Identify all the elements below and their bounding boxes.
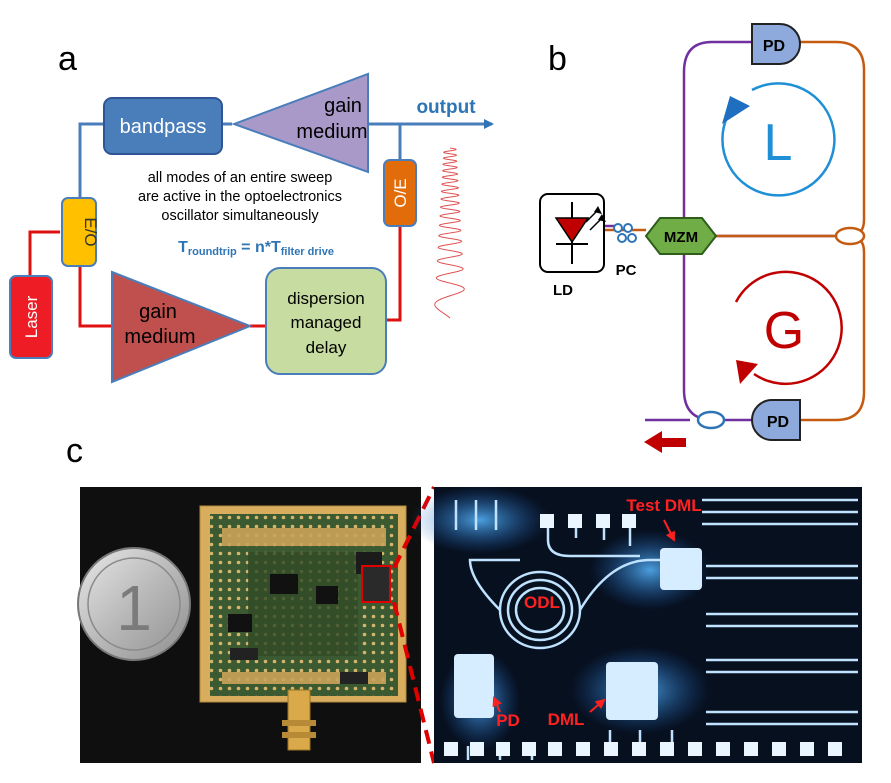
loop-g-arrow (734, 270, 843, 386)
polarization-controller-icon (613, 223, 637, 243)
pd-top-label: PD (763, 38, 785, 55)
pd-bottom-block (751, 399, 801, 441)
delay-line2: managed (291, 313, 362, 332)
loop-l-arrowhead (722, 96, 750, 124)
panel-a-blue-wires (78, 119, 494, 198)
oe-block (383, 159, 417, 227)
coupler-right (834, 226, 866, 246)
gain-medium-top (231, 72, 369, 174)
chip-micrograph: Test DML ODL PD DML (410, 486, 862, 763)
delay-line1: dispersion (287, 289, 365, 308)
board-photo: 1 (77, 487, 421, 763)
laser-diode-icon (554, 202, 606, 264)
laser-label: Laser (22, 295, 41, 338)
coin-image: 1 (77, 547, 191, 661)
eo-label: E/O (81, 217, 100, 246)
gain-medium-bottom (111, 270, 253, 384)
loop-l-arrow (721, 82, 836, 197)
panel-b-letter: b (548, 40, 567, 78)
oe-label: O/E (391, 178, 410, 207)
label-odl: ODL (524, 593, 560, 612)
loop-g-arrowhead (736, 360, 758, 384)
output-label: output (416, 97, 476, 118)
gain-bottom-line2: medium (124, 326, 195, 348)
roundtrip-equation: Troundtrip = n*Tfilter drive (178, 239, 334, 258)
caption-line2: are active in the optoelectronics (138, 189, 342, 205)
caption-line3: oscillator simultaneously (161, 208, 319, 224)
bandpass-label: bandpass (120, 116, 207, 138)
delay-line3: delay (306, 338, 347, 357)
label-pd: PD (496, 711, 520, 730)
pd-top-block (751, 23, 801, 65)
coin-denomination: 1 (116, 572, 152, 644)
output-waveform (434, 147, 465, 319)
ld-label: LD (553, 282, 573, 299)
panel-b: b PD PD MZM (539, 23, 866, 453)
output-direction-arrow (644, 431, 686, 453)
label-dml: DML (548, 710, 585, 729)
eo-block (61, 197, 97, 267)
loop-g-label: G (764, 302, 804, 360)
gain-bottom-line1: gain (139, 301, 177, 323)
panel-a-red-wires (28, 226, 402, 328)
gain-top-line2: medium (296, 121, 367, 143)
loop-l-label: L (764, 114, 793, 172)
pd-bottom-label: PD (767, 414, 789, 431)
laser-block (9, 275, 53, 359)
pc-label: PC (616, 262, 637, 279)
mzm-block (644, 217, 718, 255)
caption-line1: all modes of an entire sweep (148, 170, 333, 186)
panel-a-letter: a (58, 40, 77, 78)
delay-block (265, 267, 387, 375)
gain-top-line1: gain (324, 95, 362, 117)
coupler-bottom (696, 410, 726, 430)
panel-c: c 1 (66, 432, 862, 764)
bandpass-block (103, 97, 223, 155)
mzm-label: MZM (664, 229, 698, 246)
label-test-dml: Test DML (626, 496, 701, 515)
panel-a: a bandpass gain medium output O/E (9, 40, 494, 384)
pcb-board (199, 505, 407, 751)
panel-c-letter: c (66, 432, 83, 470)
